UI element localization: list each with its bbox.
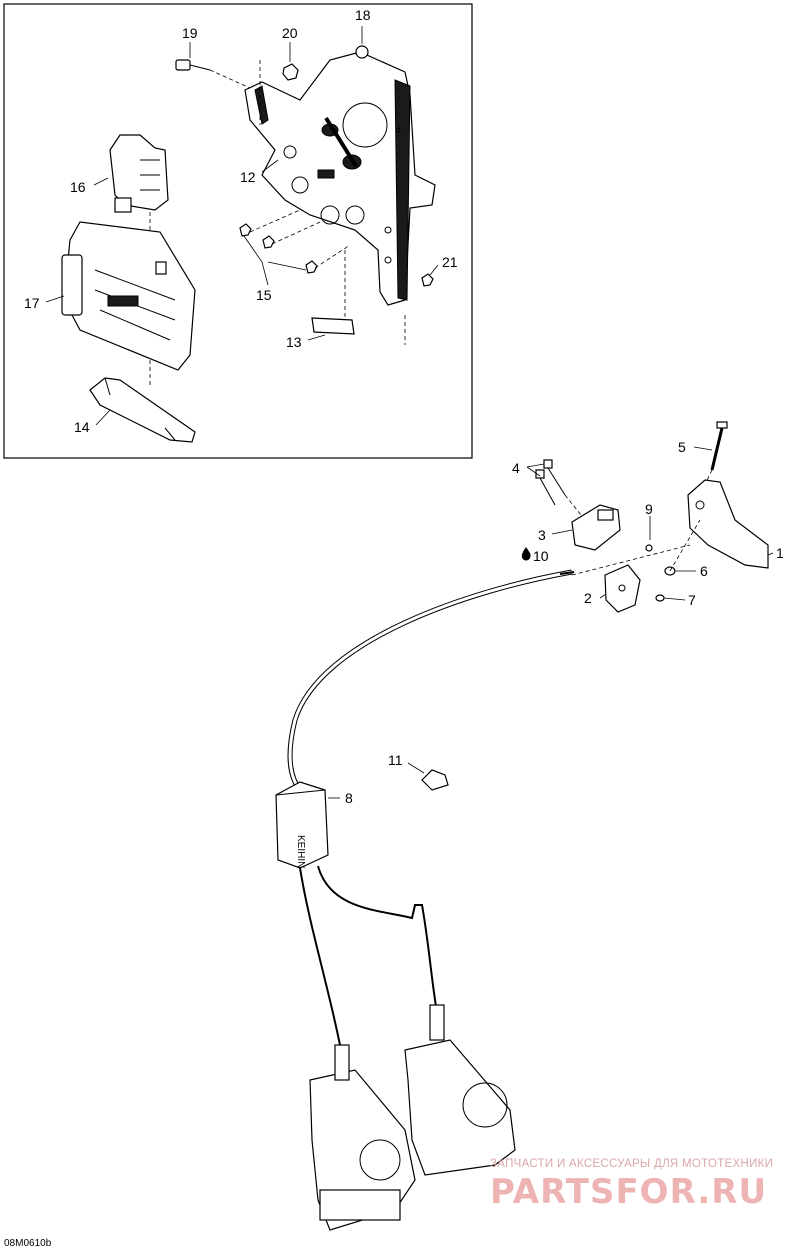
callout-16: 16 bbox=[70, 179, 86, 195]
callout-5: 5 bbox=[678, 439, 686, 455]
nut-20 bbox=[259, 60, 299, 125]
throttle-cable bbox=[287, 569, 575, 792]
callout-6: 6 bbox=[700, 563, 708, 579]
cover-2 bbox=[604, 564, 641, 613]
callout-3: 3 bbox=[538, 527, 546, 543]
watermark-brand: PARTSFOR.RU bbox=[490, 1172, 767, 1212]
callout-11: 11 bbox=[388, 752, 403, 768]
junction-8: KEIHIN bbox=[275, 781, 329, 869]
callout-20: 20 bbox=[282, 25, 298, 41]
bolts-4 bbox=[535, 459, 586, 521]
callout-2: 2 bbox=[584, 590, 592, 606]
callout-21: 21 bbox=[442, 254, 458, 270]
bracket-14 bbox=[89, 377, 196, 443]
carburetor-left bbox=[309, 1044, 416, 1231]
connector-16 bbox=[109, 134, 169, 248]
callout-8: 8 bbox=[345, 790, 353, 806]
clip-11 bbox=[421, 769, 449, 791]
callout-18: 18 bbox=[355, 7, 371, 23]
callout-4: 4 bbox=[512, 460, 520, 476]
callout-12: 12 bbox=[240, 169, 256, 185]
inset-frame bbox=[3, 3, 473, 459]
callout-10: 10 bbox=[533, 548, 549, 564]
callout-14: 14 bbox=[74, 419, 90, 435]
watermark-tagline: ЗАПЧАСТИ И АКСЕССУАРЫ ДЛЯ МОТОТЕХНИКИ bbox=[490, 1158, 773, 1170]
pad-13 bbox=[311, 250, 355, 335]
clip-18 bbox=[355, 45, 369, 59]
housing-3 bbox=[571, 504, 621, 551]
lever-1 bbox=[687, 479, 769, 569]
callout-13: 13 bbox=[286, 334, 302, 350]
carburetor-right bbox=[404, 1004, 516, 1176]
mounting-plate bbox=[244, 51, 436, 306]
callout-15: 15 bbox=[256, 287, 272, 303]
nut-7 bbox=[655, 594, 665, 602]
callout-17: 17 bbox=[24, 295, 40, 311]
module-17 bbox=[61, 221, 196, 385]
figure-code: 08M0610b bbox=[4, 1238, 52, 1249]
nuts-15 bbox=[239, 209, 351, 274]
callout-19: 19 bbox=[182, 25, 198, 41]
callout-1: 1 bbox=[776, 545, 784, 561]
nut-21 bbox=[404, 273, 434, 345]
bolt-19 bbox=[175, 59, 251, 89]
washer-9 bbox=[645, 544, 653, 552]
grease-drop-icon bbox=[521, 547, 531, 561]
callout-7: 7 bbox=[688, 592, 696, 608]
callout-9: 9 bbox=[645, 501, 653, 517]
svg-text:KEIHIN: KEIHIN bbox=[295, 835, 306, 868]
